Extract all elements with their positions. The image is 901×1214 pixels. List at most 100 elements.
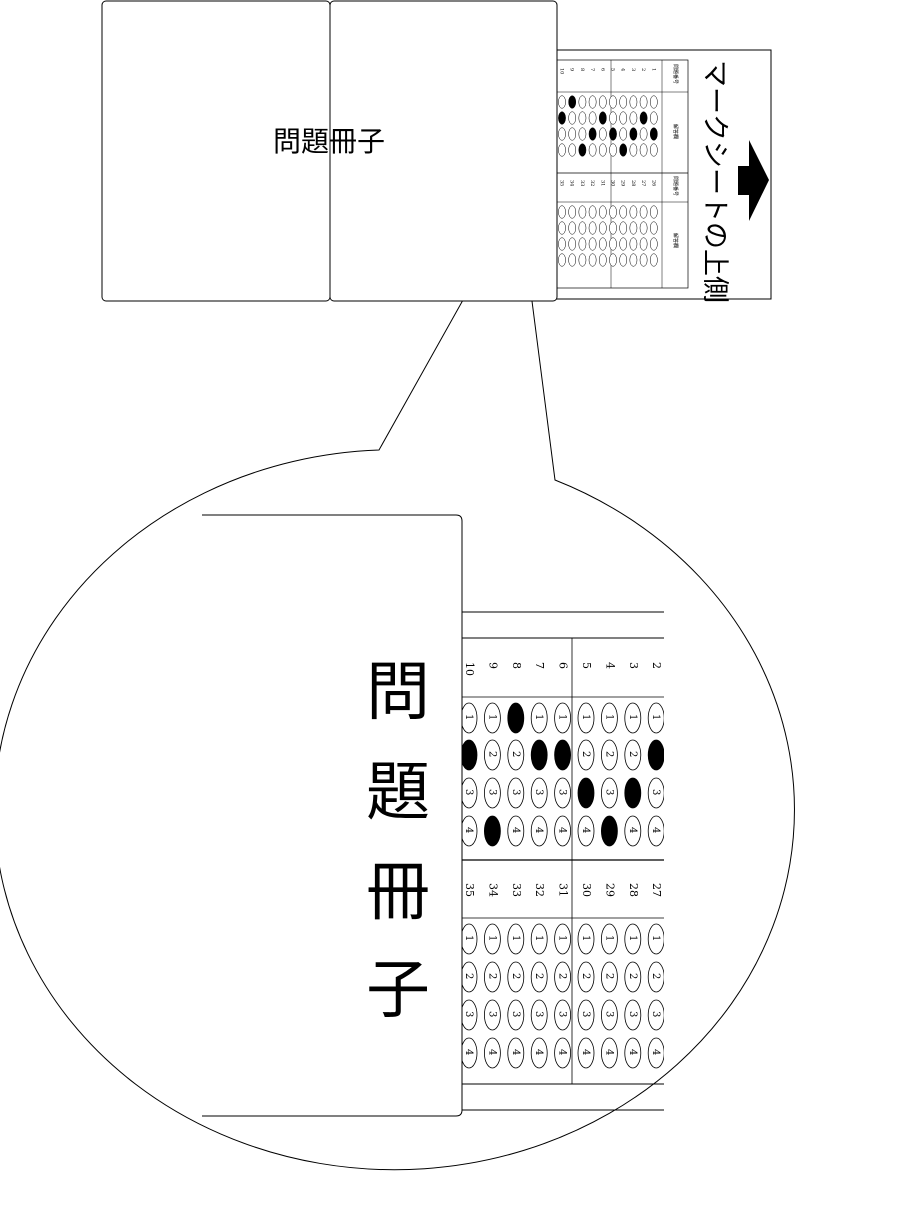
zoom-right-answer-bubble[interactable] bbox=[624, 1037, 642, 1069]
small-left-answer-bubble[interactable] bbox=[609, 95, 617, 109]
small-right-answer-bubble[interactable] bbox=[588, 253, 597, 267]
small-right-answer-bubble[interactable] bbox=[558, 253, 566, 267]
small-left-answer-bubble[interactable] bbox=[578, 111, 587, 125]
zoom-left-answer-bubble[interactable] bbox=[461, 702, 478, 734]
small-right-answer-bubble[interactable] bbox=[629, 253, 638, 267]
zoom-right-answer-bubble[interactable] bbox=[577, 923, 595, 955]
zoom-right-answer-bubble[interactable] bbox=[483, 999, 501, 1031]
small-right-answer-bubble[interactable] bbox=[568, 237, 577, 251]
small-left-answer-bubble[interactable] bbox=[649, 127, 658, 141]
small-right-answer-bubble[interactable] bbox=[598, 221, 607, 235]
zoom-right-answer-bubble[interactable] bbox=[577, 961, 595, 993]
small-left-answer-bubble[interactable] bbox=[619, 95, 628, 109]
small-right-answer-bubble[interactable] bbox=[639, 205, 648, 219]
small-right-answer-bubble[interactable] bbox=[558, 237, 566, 251]
small-left-answer-bubble[interactable] bbox=[568, 127, 577, 141]
zoom-right-answer-bubble[interactable] bbox=[577, 1037, 595, 1069]
zoom-left-answer-bubble[interactable] bbox=[624, 702, 642, 734]
zoom-right-answer-bubble[interactable] bbox=[483, 923, 501, 955]
small-left-answer-bubble[interactable] bbox=[588, 127, 597, 141]
small-left-answer-bubble[interactable] bbox=[558, 111, 566, 125]
zoom-left-answer-bubble[interactable] bbox=[601, 739, 618, 771]
zoom-right-answer-bubble[interactable] bbox=[554, 961, 571, 993]
small-left-answer-bubble[interactable] bbox=[568, 143, 577, 157]
zoom-right-answer-bubble[interactable] bbox=[554, 923, 571, 955]
small-right-answer-bubble[interactable] bbox=[598, 205, 607, 219]
zoom-right-answer-bubble[interactable] bbox=[530, 999, 548, 1031]
small-left-answer-bubble[interactable] bbox=[558, 127, 566, 141]
small-left-answer-bubble[interactable] bbox=[598, 95, 607, 109]
zoom-left-answer-bubble[interactable] bbox=[554, 815, 571, 847]
small-right-answer-bubble[interactable] bbox=[649, 221, 658, 235]
small-right-answer-bubble[interactable] bbox=[639, 237, 648, 251]
zoom-left-answer-bubble[interactable] bbox=[461, 739, 478, 771]
small-right-answer-bubble[interactable] bbox=[649, 237, 658, 251]
zoom-left-answer-bubble[interactable] bbox=[577, 777, 595, 809]
small-left-answer-bubble[interactable] bbox=[649, 95, 658, 109]
zoom-left-answer-bubble[interactable] bbox=[647, 739, 664, 771]
zoom-right-answer-bubble[interactable] bbox=[624, 999, 642, 1031]
small-right-answer-bubble[interactable] bbox=[609, 237, 617, 251]
zoom-right-answer-bubble[interactable] bbox=[483, 1037, 501, 1069]
zoom-left-answer-bubble[interactable] bbox=[530, 815, 548, 847]
small-left-answer-bubble[interactable] bbox=[629, 127, 638, 141]
zoom-left-answer-bubble[interactable] bbox=[507, 739, 525, 771]
small-right-answer-bubble[interactable] bbox=[568, 205, 577, 219]
small-right-answer-bubble[interactable] bbox=[629, 221, 638, 235]
small-right-answer-bubble[interactable] bbox=[619, 237, 628, 251]
small-left-answer-bubble[interactable] bbox=[619, 143, 628, 157]
small-right-answer-bubble[interactable] bbox=[568, 221, 577, 235]
small-right-answer-bubble[interactable] bbox=[609, 253, 617, 267]
small-left-answer-bubble[interactable] bbox=[588, 95, 597, 109]
zoom-left-answer-bubble[interactable] bbox=[483, 702, 501, 734]
zoom-left-answer-bubble[interactable] bbox=[554, 702, 571, 734]
zoom-left-answer-bubble[interactable] bbox=[601, 777, 618, 809]
zoom-right-answer-bubble[interactable] bbox=[530, 923, 548, 955]
small-right-answer-bubble[interactable] bbox=[588, 237, 597, 251]
small-left-answer-bubble[interactable] bbox=[588, 143, 597, 157]
zoom-right-answer-bubble[interactable] bbox=[601, 1037, 618, 1069]
zoom-right-answer-bubble[interactable] bbox=[647, 999, 664, 1031]
small-right-answer-bubble[interactable] bbox=[629, 205, 638, 219]
zoom-right-answer-bubble[interactable] bbox=[507, 961, 525, 993]
small-left-answer-bubble[interactable] bbox=[598, 143, 607, 157]
zoom-left-answer-bubble[interactable] bbox=[577, 702, 595, 734]
small-right-answer-bubble[interactable] bbox=[619, 205, 628, 219]
small-right-answer-bubble[interactable] bbox=[609, 221, 617, 235]
zoom-left-answer-bubble[interactable] bbox=[601, 815, 618, 847]
small-left-answer-bubble[interactable] bbox=[578, 127, 587, 141]
small-left-answer-bubble[interactable] bbox=[629, 111, 638, 125]
small-left-answer-bubble[interactable] bbox=[568, 111, 577, 125]
small-right-answer-bubble[interactable] bbox=[568, 253, 577, 267]
small-right-answer-bubble[interactable] bbox=[558, 205, 566, 219]
zoom-right-answer-bubble[interactable] bbox=[483, 961, 501, 993]
small-left-answer-bubble[interactable] bbox=[639, 143, 648, 157]
zoom-right-answer-bubble[interactable] bbox=[624, 961, 642, 993]
small-right-answer-bubble[interactable] bbox=[649, 205, 658, 219]
zoom-right-answer-bubble[interactable] bbox=[530, 961, 548, 993]
small-right-answer-bubble[interactable] bbox=[629, 237, 638, 251]
small-left-answer-bubble[interactable] bbox=[598, 111, 607, 125]
zoom-right-answer-bubble[interactable] bbox=[577, 999, 595, 1031]
small-left-answer-bubble[interactable] bbox=[619, 127, 628, 141]
small-left-answer-bubble[interactable] bbox=[558, 95, 566, 109]
small-right-answer-bubble[interactable] bbox=[639, 221, 648, 235]
zoom-right-answer-bubble[interactable] bbox=[554, 1037, 571, 1069]
small-right-answer-bubble[interactable] bbox=[578, 221, 587, 235]
zoom-left-answer-bubble[interactable] bbox=[624, 777, 642, 809]
zoom-right-answer-bubble[interactable] bbox=[647, 961, 664, 993]
small-left-answer-bubble[interactable] bbox=[639, 111, 648, 125]
zoom-right-answer-bubble[interactable] bbox=[507, 1037, 525, 1069]
small-left-answer-bubble[interactable] bbox=[639, 127, 648, 141]
small-left-answer-bubble[interactable] bbox=[609, 111, 617, 125]
small-left-answer-bubble[interactable] bbox=[629, 143, 638, 157]
small-right-answer-bubble[interactable] bbox=[639, 253, 648, 267]
small-right-answer-bubble[interactable] bbox=[598, 253, 607, 267]
zoom-left-answer-bubble[interactable] bbox=[461, 777, 478, 809]
zoom-right-answer-bubble[interactable] bbox=[647, 923, 664, 955]
zoom-right-answer-bubble[interactable] bbox=[624, 923, 642, 955]
zoom-left-answer-bubble[interactable] bbox=[507, 777, 525, 809]
zoom-left-answer-bubble[interactable] bbox=[601, 702, 618, 734]
small-left-answer-bubble[interactable] bbox=[588, 111, 597, 125]
small-right-answer-bubble[interactable] bbox=[609, 205, 617, 219]
